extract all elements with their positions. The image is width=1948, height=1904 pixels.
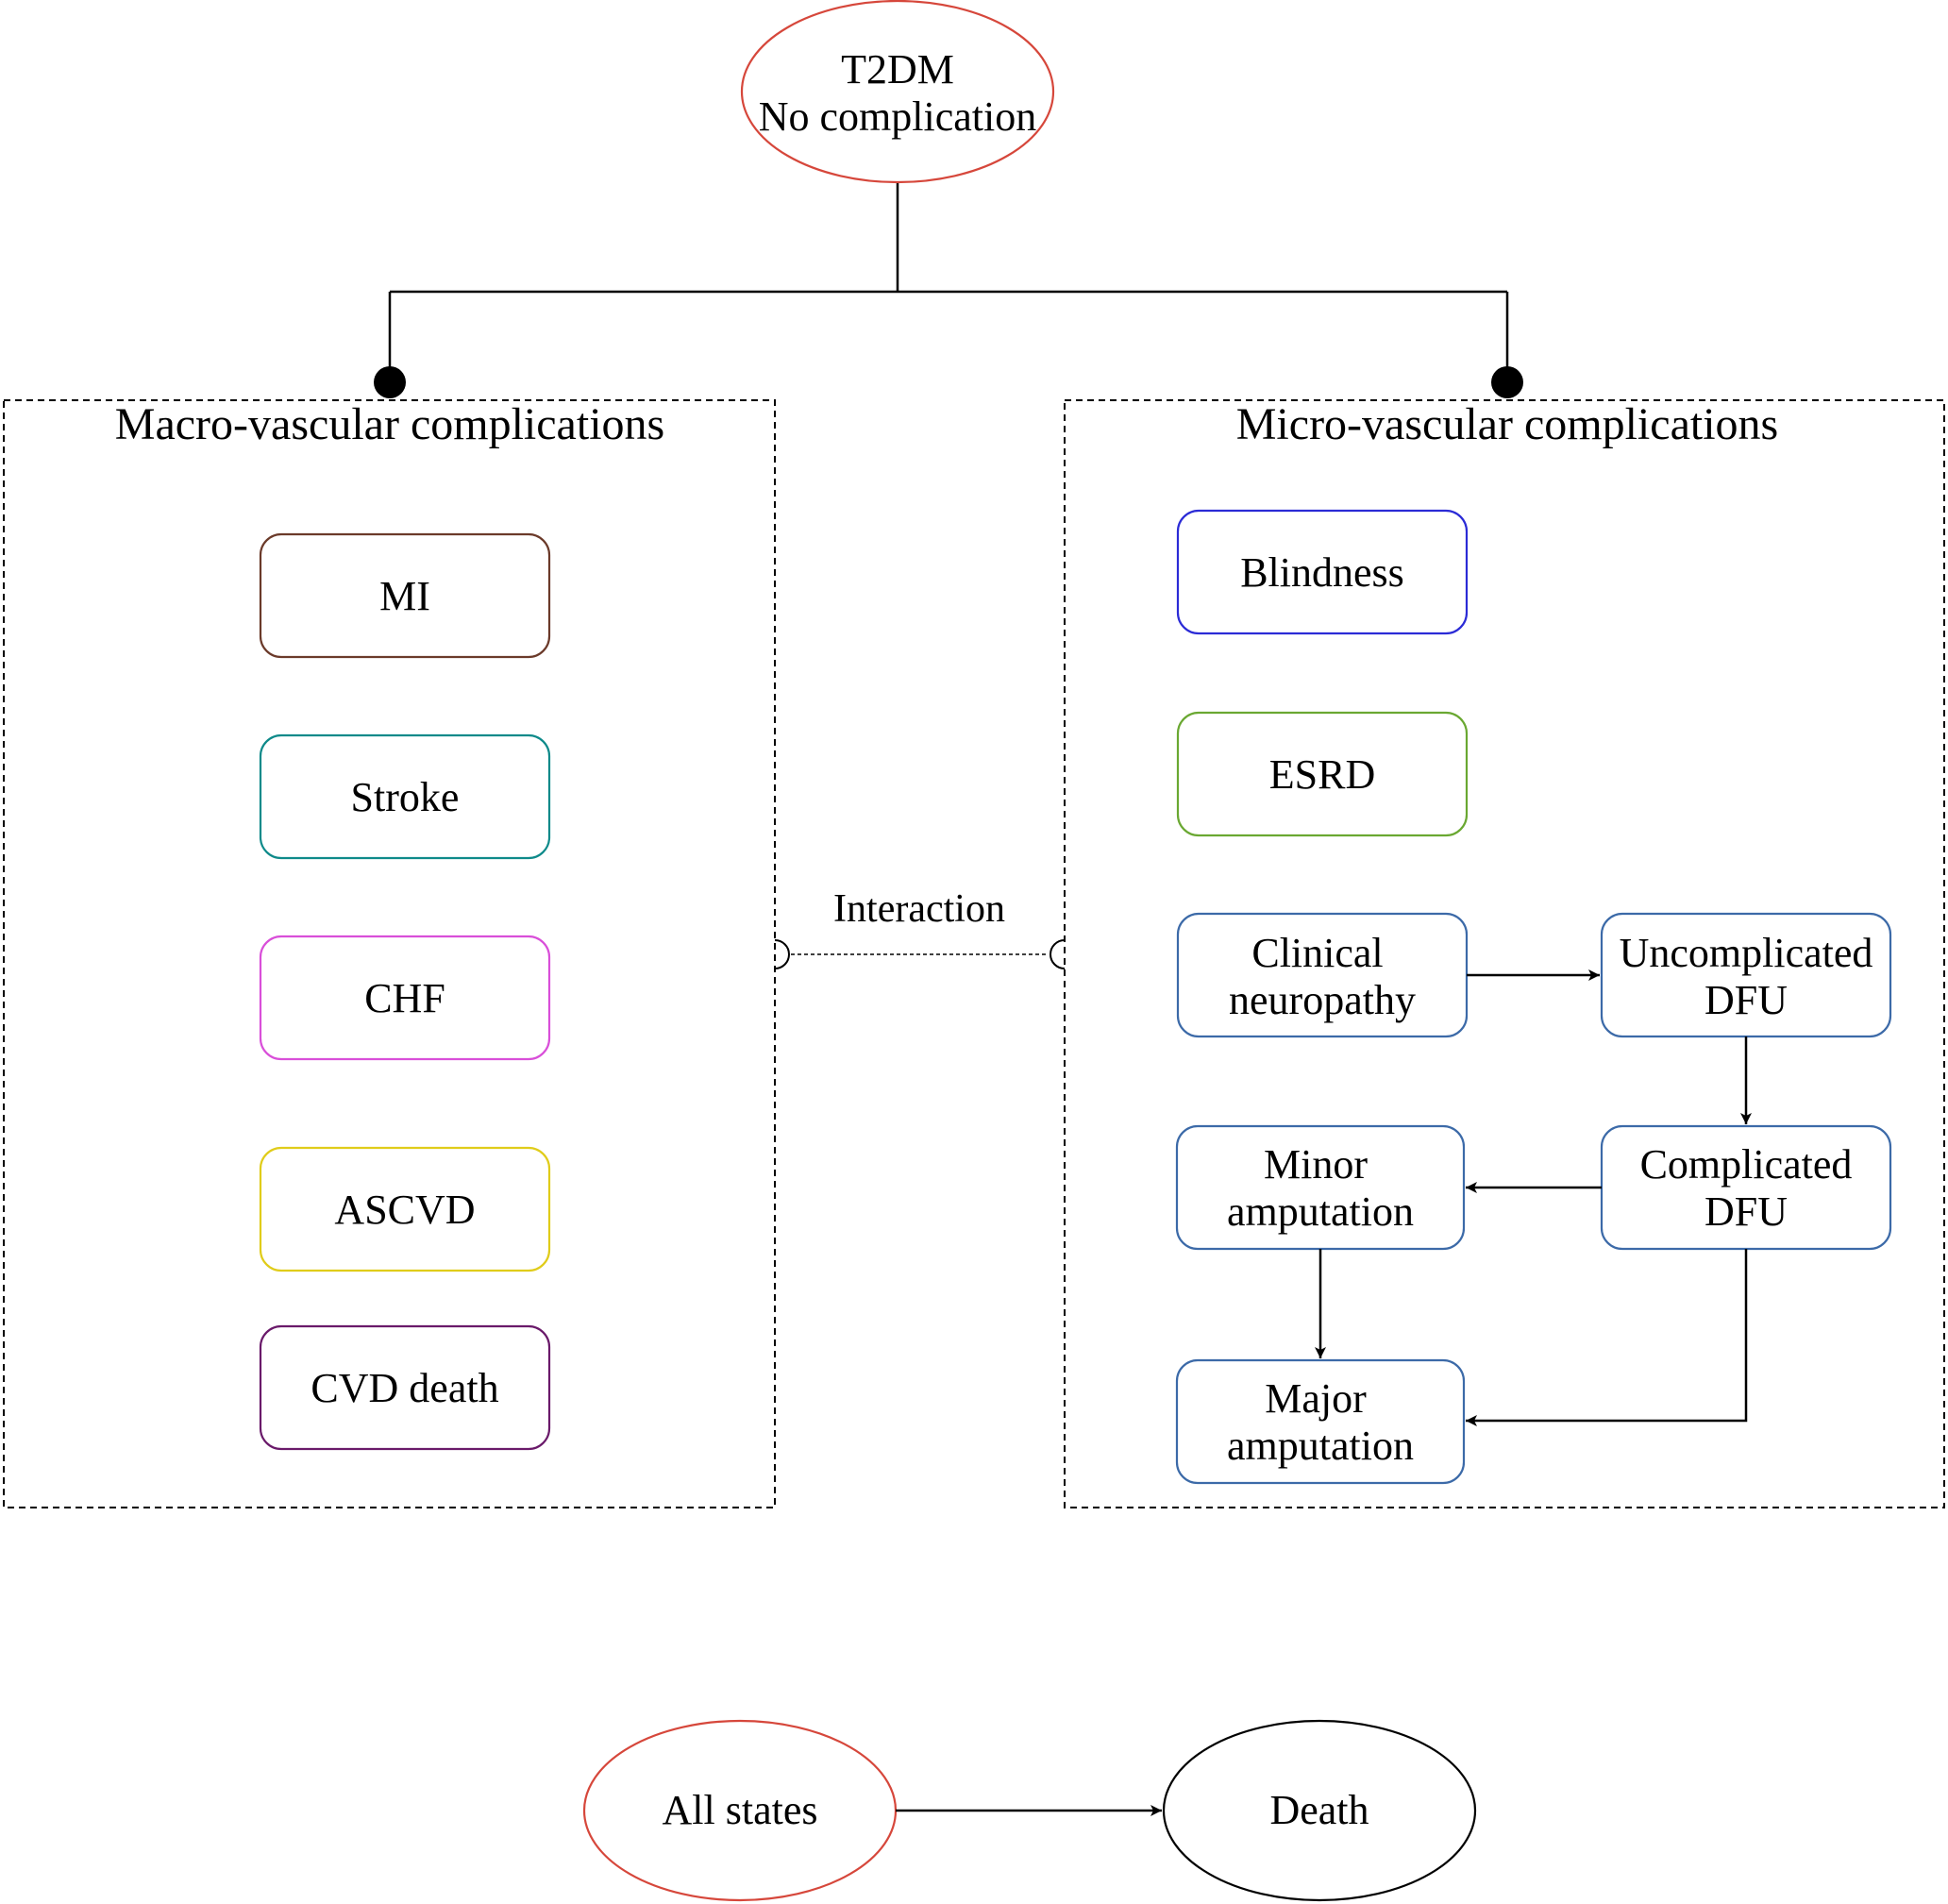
- node-all-states: All states: [582, 1719, 898, 1902]
- macro-connector-dot: [374, 366, 406, 398]
- node-major-amputation-label-line2: amputation: [1227, 1423, 1414, 1469]
- node-clinical-neuropathy-label-line1: Clinical: [1251, 930, 1383, 976]
- node-t2dm: T2DM No complication: [740, 0, 1055, 184]
- node-complicated-dfu-label-line1: Complicated: [1640, 1141, 1853, 1188]
- node-death: Death: [1162, 1719, 1477, 1902]
- node-esrd-label: ESRD: [1269, 751, 1375, 798]
- node-minor-amputation-label-line2: amputation: [1227, 1188, 1414, 1235]
- node-minor-amputation: Minor amputation: [1175, 1124, 1466, 1251]
- edge-complicated-to-major: [1466, 1249, 1748, 1426]
- node-chf-label: CHF: [364, 975, 445, 1021]
- node-t2dm-shape: [740, 0, 1055, 184]
- node-uncomplicated-dfu-label-line2: DFU: [1704, 977, 1788, 1023]
- node-death-label: Death: [1269, 1787, 1369, 1833]
- node-all-states-label: All states: [663, 1787, 818, 1833]
- node-uncomplicated-dfu: Uncomplicated DFU: [1600, 912, 1892, 1038]
- interaction-label: Interaction: [833, 887, 1005, 931]
- root-connector: [374, 182, 1523, 398]
- macro-group-title: Macro-vascular complications: [115, 399, 664, 449]
- interaction-connector: Interaction: [774, 887, 1066, 969]
- node-ascvd: ASCVD: [259, 1146, 551, 1272]
- node-clinical-neuropathy-label-line2: neuropathy: [1229, 977, 1416, 1023]
- node-mi-label: MI: [379, 573, 430, 619]
- node-blindness-label: Blindness: [1240, 549, 1404, 596]
- micro-group: Micro-vascular complications: [1064, 399, 1945, 1508]
- node-mi-shape: [259, 532, 551, 659]
- node-clinical-neuropathy: Clinical neuropathy: [1176, 912, 1469, 1038]
- node-major-amputation-shape: [1175, 1358, 1466, 1485]
- node-t2dm-label-line1: T2DM: [841, 46, 954, 93]
- node-ascvd-shape: [259, 1146, 551, 1272]
- node-chf-shape: [259, 935, 551, 1061]
- micro-group-frame: [1064, 399, 1945, 1508]
- node-cvd-death-label: CVD death: [311, 1365, 498, 1411]
- node-stroke: Stroke: [259, 733, 551, 860]
- interaction-left-socket: [774, 939, 790, 969]
- node-cvd-death: CVD death: [259, 1324, 551, 1451]
- node-complicated-dfu-label-line2: DFU: [1704, 1188, 1788, 1235]
- node-minor-amputation-label-line1: Minor: [1264, 1141, 1368, 1188]
- node-death-shape: [1162, 1719, 1477, 1902]
- interaction-right-socket: [1050, 939, 1066, 969]
- node-esrd: ESRD: [1176, 711, 1469, 837]
- micro-connector-dot: [1491, 366, 1523, 398]
- micro-group-title: Micro-vascular complications: [1236, 399, 1778, 449]
- node-t2dm-label-line2: No complication: [759, 93, 1037, 140]
- node-uncomplicated-dfu-label-line1: Uncomplicated: [1620, 930, 1873, 976]
- node-stroke-label: Stroke: [351, 774, 460, 820]
- node-blindness-shape: [1176, 509, 1469, 635]
- macro-group-frame: [3, 399, 776, 1508]
- node-chf: CHF: [259, 935, 551, 1061]
- node-major-amputation-label-line1: Major: [1265, 1375, 1367, 1422]
- node-complicated-dfu: Complicated DFU: [1600, 1124, 1892, 1251]
- node-blindness: Blindness: [1176, 509, 1469, 635]
- node-ascvd-label: ASCVD: [334, 1187, 475, 1233]
- node-major-amputation: Major amputation: [1175, 1358, 1466, 1485]
- node-cvd-death-shape: [259, 1324, 551, 1451]
- node-stroke-shape: [259, 733, 551, 860]
- macro-group: Macro-vascular complications: [3, 399, 776, 1508]
- node-esrd-shape: [1176, 711, 1469, 837]
- node-mi: MI: [259, 532, 551, 659]
